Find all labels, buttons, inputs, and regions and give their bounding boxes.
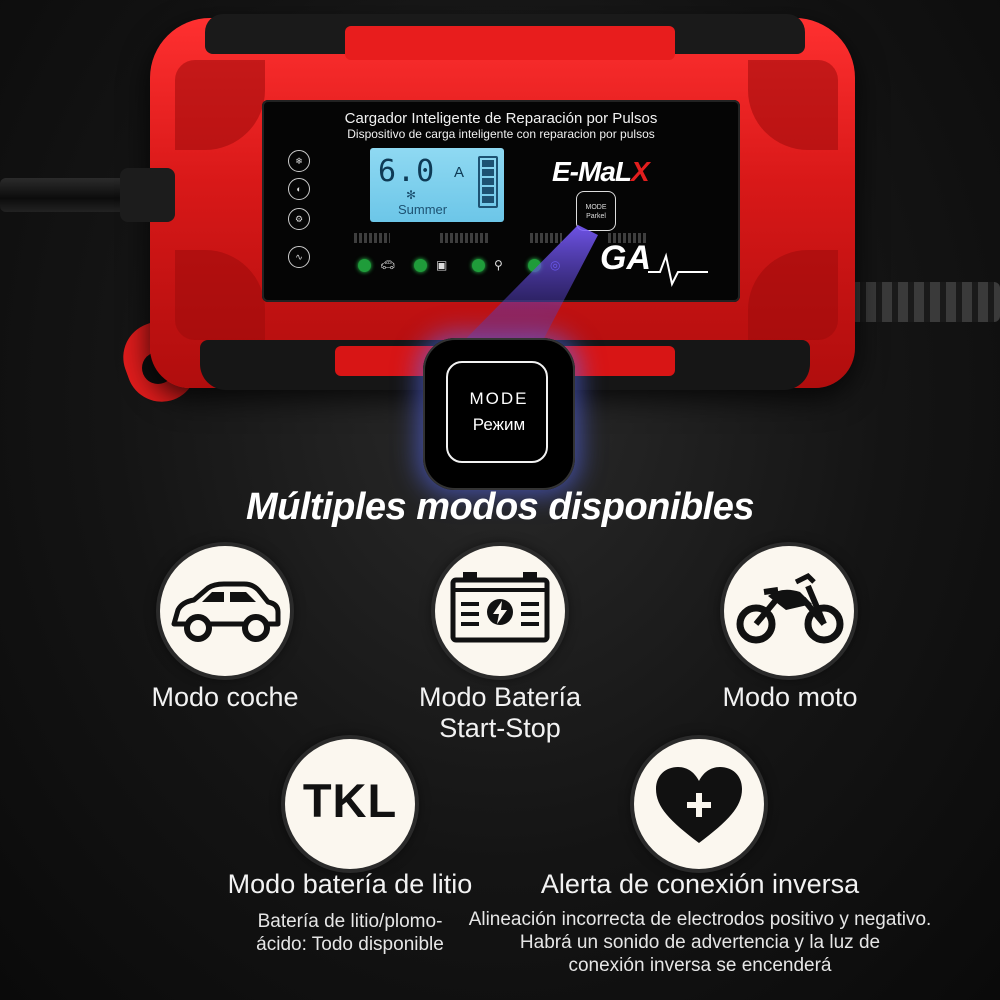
- panel-mode-button[interactable]: MODE Parkel: [576, 191, 616, 231]
- car-mode-badge: [160, 546, 290, 676]
- light-beam: [440, 225, 598, 365]
- motorcycle-icon: [736, 572, 844, 644]
- panel-title: Cargador Inteligente de Reparación por P…: [344, 110, 658, 127]
- housing-top-ridge: [345, 26, 675, 60]
- car-icon: [171, 581, 281, 642]
- current-readout: 6.0: [378, 154, 436, 189]
- car-icon: 🚗︎: [380, 258, 396, 272]
- reverse-alert-label: Alerta de conexión inversa: [540, 869, 860, 899]
- reverse-desc-line2: Habrá un sonido de advertencia y la luz …: [519, 932, 881, 953]
- indicator-light-startstop: [414, 259, 427, 272]
- lithium-mode-badge: TKL: [285, 739, 415, 869]
- indicator-light-car: [358, 259, 371, 272]
- lithium-mode-desc: Batería de litio/plomo- ácido: Todo disp…: [200, 910, 500, 956]
- mode-button[interactable]: MODE Режим: [423, 338, 575, 490]
- motorcycle-icon: ⚲: [494, 258, 503, 272]
- cable-strain-relief: [120, 168, 175, 222]
- legend-text: [314, 206, 364, 228]
- control-panel: Cargador Inteligente de Reparación por P…: [262, 100, 740, 302]
- legend-text: [314, 176, 364, 198]
- lithium-mode-label: Modo batería de litio: [227, 869, 473, 899]
- battery-level-icon: [478, 156, 498, 208]
- section-headline: Múltiples modos disponibles: [246, 486, 754, 528]
- legend-text: [314, 244, 364, 266]
- reverse-alert-badge: [634, 739, 764, 869]
- season-mode: Summer: [398, 202, 448, 217]
- lithium-desc-line1: Batería de litio/plomo-: [257, 911, 443, 932]
- startstop-label-line2: Start-Stop: [439, 713, 561, 743]
- mode-button-frame: MODE Режим: [446, 361, 548, 463]
- mode-caption: [530, 233, 562, 243]
- reverse-desc-line1: Alineación incorrecta de electrodos posi…: [468, 909, 932, 930]
- moto-mode-badge: [724, 546, 854, 676]
- startstop-label-line1: Modo Batería: [418, 682, 582, 712]
- legend-text: [314, 148, 364, 170]
- snowflake-icon: ✻: [406, 188, 417, 202]
- pulse-wave-icon: [648, 252, 708, 287]
- reverse-alert-desc: Alineación incorrecta de electrodos posi…: [460, 908, 940, 977]
- moto-mode-label: Modo moto: [722, 682, 858, 712]
- mode-caption: [354, 233, 390, 243]
- repair-icon: ⚙: [288, 208, 310, 230]
- mode-caption: [608, 233, 646, 243]
- mode-button-label-ru: Режим: [472, 415, 526, 434]
- startstop-mode-badge: [435, 546, 565, 676]
- reverse-desc-line3: conexión inversa se encenderá: [568, 955, 832, 976]
- lcd-display: 6.0 A ✻ Summer: [370, 148, 504, 222]
- pulse-icon: ∿: [288, 246, 310, 268]
- lithium-desc-line2: ácido: Todo disponible: [256, 934, 444, 955]
- mode-button-label: MODE: [469, 389, 529, 408]
- moon-icon: ◐: [288, 178, 310, 200]
- startstop-mode-label: Modo Batería Start-Stop: [380, 682, 620, 744]
- charger-device: Cargador Inteligente de Reparación por P…: [0, 0, 1000, 490]
- panel-subtitle: Dispositivo de carga inteligente con rep…: [347, 127, 655, 141]
- mode-caption: [440, 233, 490, 243]
- indicator-light-moto: [472, 259, 485, 272]
- battery-icon: ▣: [436, 258, 448, 272]
- heart-plus-icon: [656, 767, 742, 843]
- current-unit: A: [454, 164, 465, 181]
- snow-icon: ❄: [288, 150, 310, 172]
- ga-badge: GA: [600, 239, 651, 277]
- battery-icon: [450, 572, 550, 643]
- clamp-cable: [850, 282, 1000, 322]
- brand-logo: E-MaLX: [552, 156, 650, 187]
- tkl-icon: TKL: [302, 774, 398, 827]
- car-mode-label: Modo coche: [151, 682, 299, 712]
